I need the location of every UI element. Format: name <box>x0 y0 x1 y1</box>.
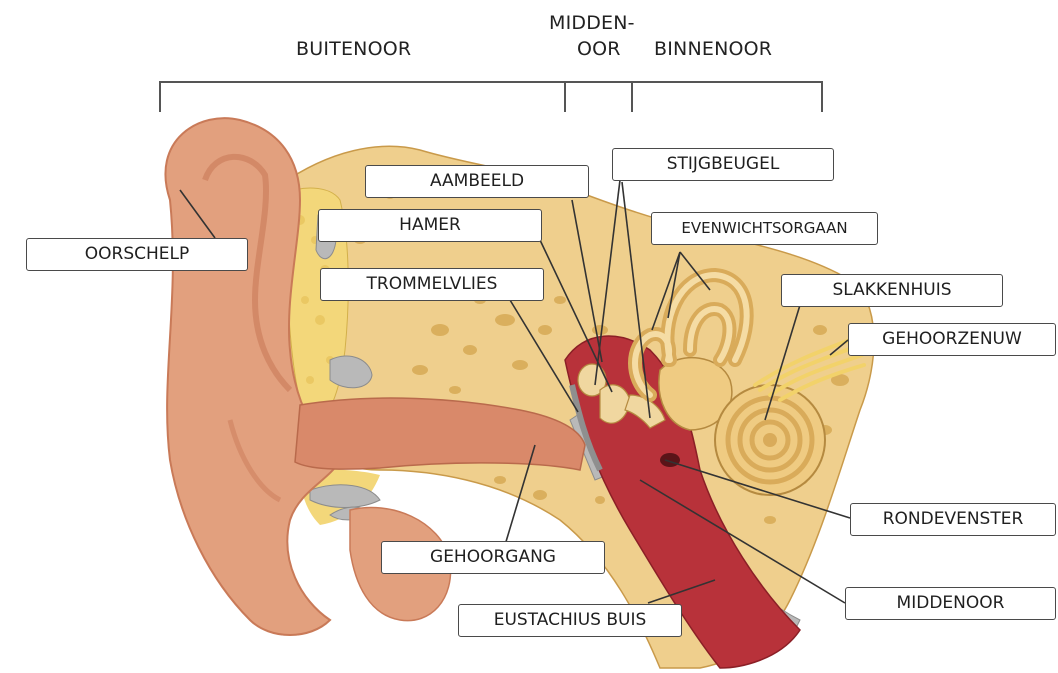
label-stijgbeugel: STIJGBEUGEL <box>612 148 834 181</box>
label-middenoor: MIDDENOOR <box>845 587 1056 620</box>
bracket-middenoor <box>565 82 632 112</box>
section-label-middenoor-line1: MIDDEN- <box>549 12 635 34</box>
label-rondevenster: RONDEVENSTER <box>850 503 1056 536</box>
section-label-buitenoor: BUITENOOR <box>296 38 411 60</box>
label-eustachius-buis: EUSTACHIUS BUIS <box>458 604 682 637</box>
label-trommelvlies: TROMMELVLIES <box>320 268 544 301</box>
label-gehoorzenuw: GEHOORZENUW <box>848 323 1056 356</box>
label-hamer: HAMER <box>318 209 542 242</box>
label-oorschelp: OORSCHELP <box>26 238 248 271</box>
label-gehoorgang: GEHOORGANG <box>381 541 605 574</box>
label-slakkenhuis: SLAKKENHUIS <box>781 274 1003 307</box>
bracket-buitenoor <box>160 82 565 112</box>
section-label-binnenoor: BINNENOOR <box>654 38 772 60</box>
label-evenwichtsorgaan: EVENWICHTSORGAAN <box>651 212 878 245</box>
section-brackets <box>160 82 822 112</box>
bracket-binnenoor <box>632 82 822 112</box>
section-label-middenoor-line2: OOR <box>577 38 621 60</box>
label-aambeeld: AAMBEELD <box>365 165 589 198</box>
